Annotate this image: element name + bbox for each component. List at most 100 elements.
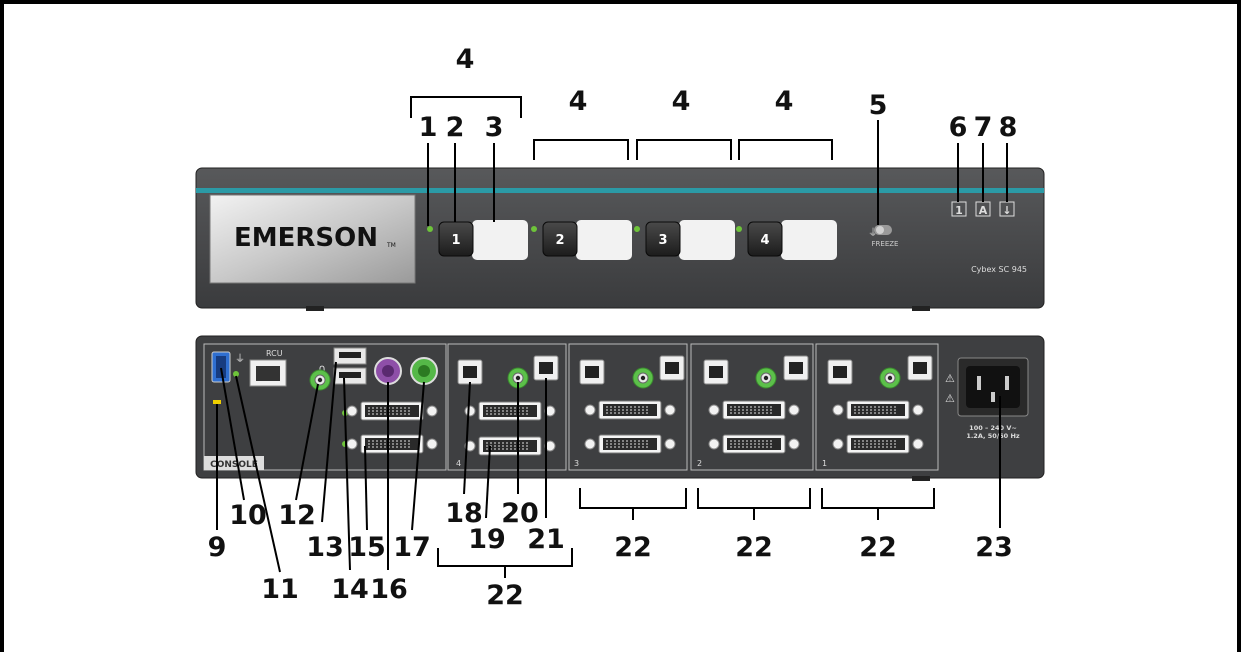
channel-2-label-area [576,220,632,260]
port-group-1-frame [815,343,939,471]
callout-20: 20 [501,498,539,529]
group-3-dvi-port-1 [584,400,676,420]
group-4-dvi-port-1 [464,401,556,421]
front-callouts [410,96,1008,226]
callout-17: 17 [393,532,431,563]
callout-top-4: 4 [456,44,475,75]
leader-14 [343,377,351,571]
callout-4-group-3: 4 [672,86,691,117]
callout-21: 21 [527,524,565,555]
group-3-usb-b-port [579,359,605,385]
ps2-mouse-port-core [418,365,430,377]
group-2-dvi-port-2 [708,434,800,454]
callout-18: 18 [445,498,483,529]
front-foot-left [306,306,324,311]
channel-1-led [427,226,433,232]
console-usb-port-2-slot [339,372,361,378]
callout-15: 15 [348,532,386,563]
channel-2-button[interactable] [542,221,578,257]
power-pin-ground [991,392,995,402]
group-2-dvi-port-1 [708,400,800,420]
leader-18 [463,381,471,495]
channel-3-button-label: 3 [658,233,667,248]
callout-3: 3 [485,112,504,143]
callout-14: 14 [331,574,369,605]
model-label: Cybex SC 945 [971,265,1027,274]
rear-foot [912,476,930,481]
port-group-4-number: 4 [456,459,461,468]
callout-23: 23 [975,532,1013,563]
power-rating-line-2: 1.2A, 50/60 Hz [966,432,1020,440]
console-section [203,343,447,471]
usb-symbol-icon: ⏚ [868,227,878,239]
port-group-4-frame [447,343,567,471]
group-4-usb-port [533,355,559,381]
callout-9: 9 [208,532,227,563]
callout-11: 11 [261,574,299,605]
leader-10 [220,367,245,501]
headphone-icon: ∩ [318,362,326,375]
indicator-1-label: 1 [955,204,963,217]
bracket-rear-2 [697,488,811,509]
port-group-3-number: 3 [574,459,579,468]
warning-icon-2: ⚠ [945,392,955,405]
console-label-tab [204,456,264,470]
power-pin-left [977,376,981,390]
power-pin-right [1005,376,1009,390]
port-group-3: 3 [568,343,688,471]
group-2-usb-port [783,355,809,381]
group-2-audio-port [755,367,777,389]
bracket-rear-1 [821,488,935,509]
port-group-1: 1 [815,343,939,471]
group-4-dvi-port-2 [464,436,556,456]
leader-15 [364,445,368,531]
group-3-audio-port [632,367,654,389]
callout-16: 16 [370,574,408,605]
callout-19: 19 [468,524,506,555]
channel-3-button[interactable] [645,221,681,257]
port-group-3-frame [568,343,688,471]
channel-3-led [634,226,640,232]
callout-13: 13 [306,532,344,563]
rear-panel: CONSOLE ⏚ RCU ∩ 4 [195,335,1045,481]
group-1-dvi-port-2 [832,434,924,454]
group-1-usb-b-port [827,359,853,385]
callout-1: 1 [419,112,438,143]
rcu-label: RCU [266,349,283,358]
group-1-audio-port [879,367,901,389]
console-audio-port [309,369,331,391]
bracket-group-4 [738,139,833,160]
rear-callouts [216,361,1001,578]
callout-8: 8 [999,112,1018,143]
bracket-group-1 [410,96,522,118]
warning-icon-1: ⚠ [945,372,955,385]
usb-port-led [233,371,239,377]
console-usb-port-1-slot [339,352,361,358]
usb3-port-slot [216,356,226,378]
ps2-keyboard-port-core [382,365,394,377]
indicator-caps-label: A [979,204,988,217]
callout-5: 5 [869,90,888,121]
accent-stripe [196,188,1044,193]
channel-2-button-label: 2 [555,233,564,248]
channel-1-button-label: 1 [451,233,460,248]
console-dvi-port-1 [346,401,438,421]
indicator-scroll-label: ↓ [1002,204,1011,217]
console-yellow-led [213,400,221,404]
leader-11 [235,375,281,573]
channel-4-button-label: 4 [760,233,769,248]
front-foot-right [912,306,930,311]
channel-4-button[interactable] [747,221,783,257]
callout-4-group-4: 4 [775,86,794,117]
port-group-2: 2 [690,343,814,471]
console-label: CONSOLE [210,460,258,470]
front-panel: EMERSON TM 1 2 3 4 ⏚ FREEZE 1 A [195,167,1045,311]
callout-22-group-3: 22 [614,532,652,563]
callout-22-group-1: 22 [859,532,897,563]
group-2-usb-b-port [703,359,729,385]
freeze-label: FREEZE [872,240,899,248]
callout-2: 2 [446,112,465,143]
